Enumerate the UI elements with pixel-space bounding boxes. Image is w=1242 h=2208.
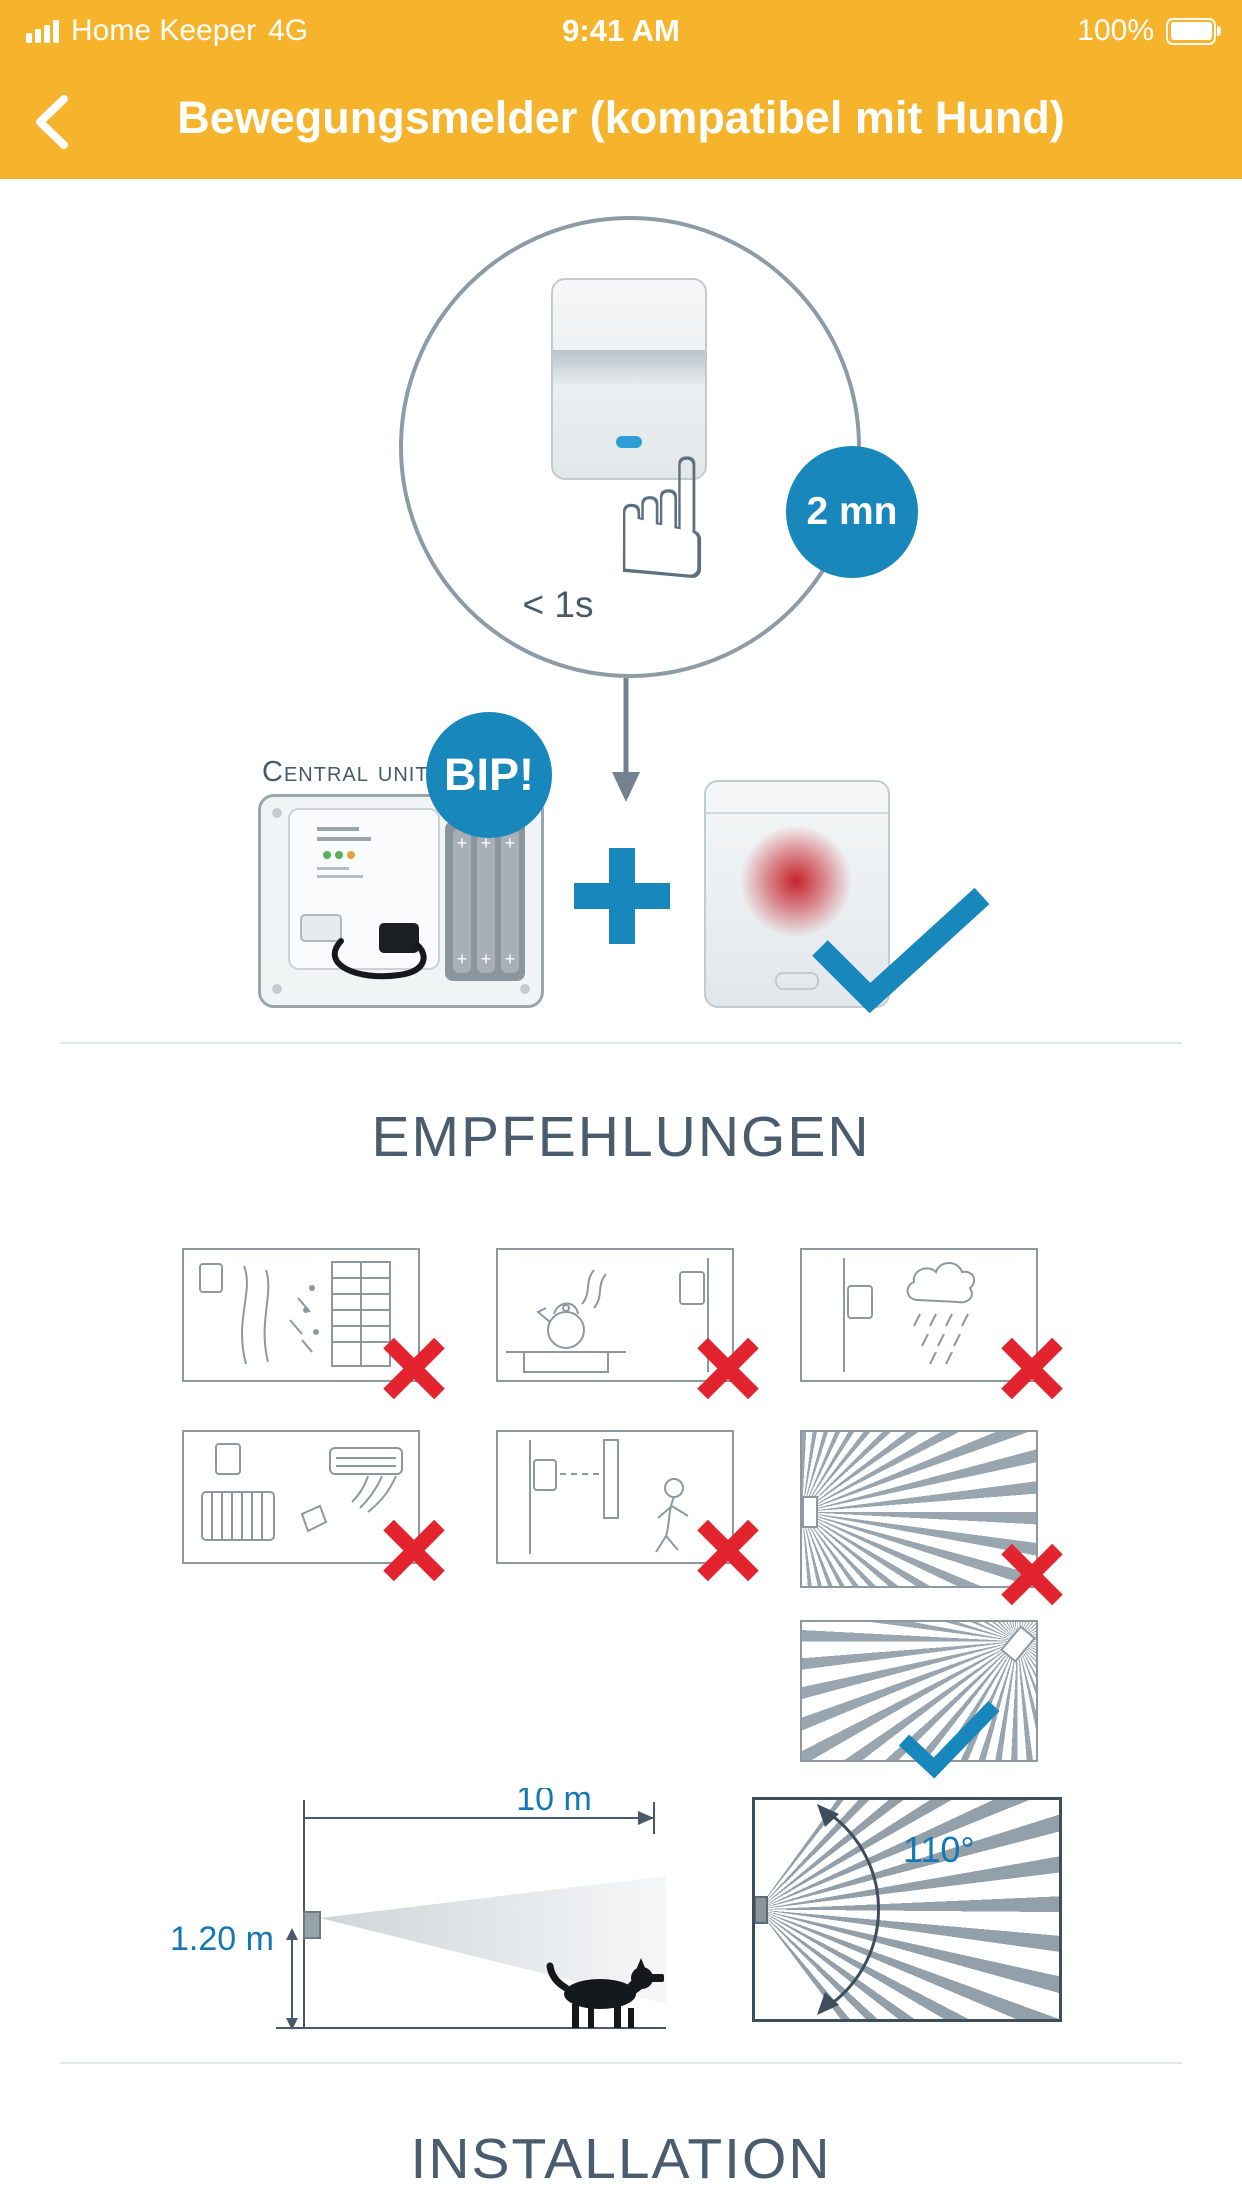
cross-icon xyxy=(698,1520,758,1580)
svg-text:+: + xyxy=(457,949,468,969)
page-title: Bewegungsmelder (kompatibel mit Hund) xyxy=(177,92,1065,143)
battery-percent-label: 100% xyxy=(1077,14,1154,47)
motion-detector-illustration xyxy=(551,278,707,480)
reco-cell-obstruction xyxy=(496,1430,734,1564)
svg-text:+: + xyxy=(457,833,468,853)
range-diagram: 10 m 1.20 m xyxy=(170,1788,666,2030)
section-divider xyxy=(60,2062,1182,2064)
svg-text:+: + xyxy=(505,949,516,969)
back-chevron-icon[interactable] xyxy=(30,94,74,150)
cross-icon xyxy=(1002,1338,1062,1398)
angle-label: 110° xyxy=(903,1829,975,1870)
network-type-label: 4G xyxy=(268,14,309,47)
detector-mini-icon xyxy=(1000,1625,1036,1663)
distance-label: 10 m xyxy=(516,1788,592,1818)
installation-heading: INSTALLATION xyxy=(410,2127,832,2191)
cross-icon xyxy=(384,1520,444,1580)
nav-bar xyxy=(0,62,1242,179)
hand-press-icon: ☝ xyxy=(610,426,714,614)
clock-label: 9:41 AM xyxy=(562,13,680,48)
central-unit-label: Central unit xyxy=(262,756,429,788)
detector-button-led xyxy=(616,436,642,448)
check-icon xyxy=(812,887,990,1014)
reco-cell-outdoor-rain xyxy=(800,1248,1038,1382)
paired-detector-illustration xyxy=(704,780,890,1008)
press-duration-label: < 1s xyxy=(522,584,594,625)
reco-cell-heat-source xyxy=(496,1248,734,1382)
reco-cell-beams-correct xyxy=(800,1620,1038,1762)
cross-icon xyxy=(384,1338,444,1398)
svg-text:+: + xyxy=(505,833,516,853)
detector-active-glow xyxy=(735,820,857,942)
wait-time-badge: 2 mn xyxy=(786,446,918,578)
angle-diagram: 110° xyxy=(752,1797,1062,2022)
height-label: 1.20 m xyxy=(170,1920,274,1958)
svg-text:+: + xyxy=(481,949,492,969)
carrier-label: Home Keeper xyxy=(71,14,257,47)
recommendations-heading: EMPFEHLUNGEN xyxy=(371,1105,871,1169)
battery-icon xyxy=(1166,17,1221,45)
reco-cell-beams-wrong xyxy=(800,1430,1038,1588)
cross-icon xyxy=(1002,1544,1062,1604)
beep-badge: BIP! xyxy=(426,712,552,838)
check-icon xyxy=(898,1700,1000,1779)
status-bar: Home Keeper 4G 9:41 AM 100% xyxy=(0,0,1242,62)
section-divider xyxy=(60,1042,1182,1044)
detector-mini-icon xyxy=(802,1496,818,1528)
arrow-down-icon xyxy=(612,678,640,802)
cross-icon xyxy=(698,1338,758,1398)
svg-text:+: + xyxy=(481,833,492,853)
reco-cell-radiator-ac xyxy=(182,1430,420,1564)
detector-button xyxy=(775,972,819,990)
detector-seam xyxy=(706,812,888,814)
reco-cell-window-draft xyxy=(182,1248,420,1382)
cellular-signal-icon xyxy=(26,19,59,43)
plus-icon xyxy=(572,846,672,946)
dog-silhouette xyxy=(546,1958,664,2028)
detector-lens xyxy=(553,350,705,384)
